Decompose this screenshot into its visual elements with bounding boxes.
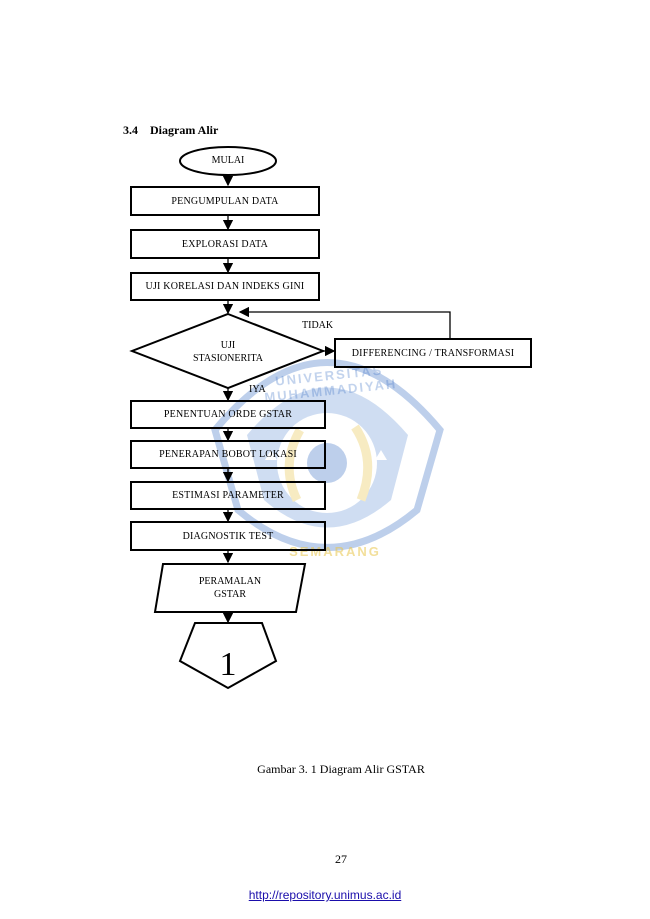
decision-diamond [129, 312, 326, 390]
page-number: 27 [335, 852, 347, 866]
start-label: MULAI [211, 155, 245, 166]
figure-caption: Gambar 3. 1 Diagram Alir GSTAR [257, 762, 425, 776]
process-box-estimasi-parameter: ESTIMASI PARAMETER [130, 481, 326, 510]
process-box-penerapan-bobot: PENERAPAN BOBOT LOKASI [130, 440, 326, 469]
process-box-diagnostik-test: DIAGNOSTIK TEST [130, 521, 326, 551]
repository-link[interactable]: http://repository.unimus.ac.id [248, 888, 402, 902]
start-terminator [179, 146, 277, 176]
process-box-uji-korelasi: UJI KORELASI DAN INDEKS GINI [130, 272, 320, 301]
process-box-explorasi-data: EXPLORASI DATA [130, 229, 320, 259]
decision-no-label: TIDAK [302, 320, 334, 331]
offpage-connector [178, 622, 278, 690]
output-parallelogram [153, 563, 307, 613]
decision-yes-label: IYA [249, 384, 266, 395]
output-label-line1: PERAMALAN [198, 576, 262, 587]
university-watermark [211, 359, 444, 551]
decision-label-line2: STASIONERITA [192, 353, 264, 364]
flowchart-shapes [129, 146, 326, 690]
process-box-differencing: DIFFERENCING / TRANSFORMASI [334, 338, 532, 368]
section-heading: 3.4 Diagram Alir [123, 123, 218, 138]
section-number: 3.4 [123, 123, 138, 137]
decision-label-line1: UJI [220, 340, 236, 351]
output-label-line2: GSTAR [214, 589, 246, 600]
process-box-penentuan-orde: PENENTUAN ORDE GSTAR [130, 400, 326, 429]
process-box-pengumpulan-data: PENGUMPULAN DATA [130, 186, 320, 216]
section-title: Diagram Alir [150, 123, 219, 137]
connector-label: 1 [219, 646, 237, 683]
watermark-bottom-text: SEMARANG [289, 544, 381, 559]
